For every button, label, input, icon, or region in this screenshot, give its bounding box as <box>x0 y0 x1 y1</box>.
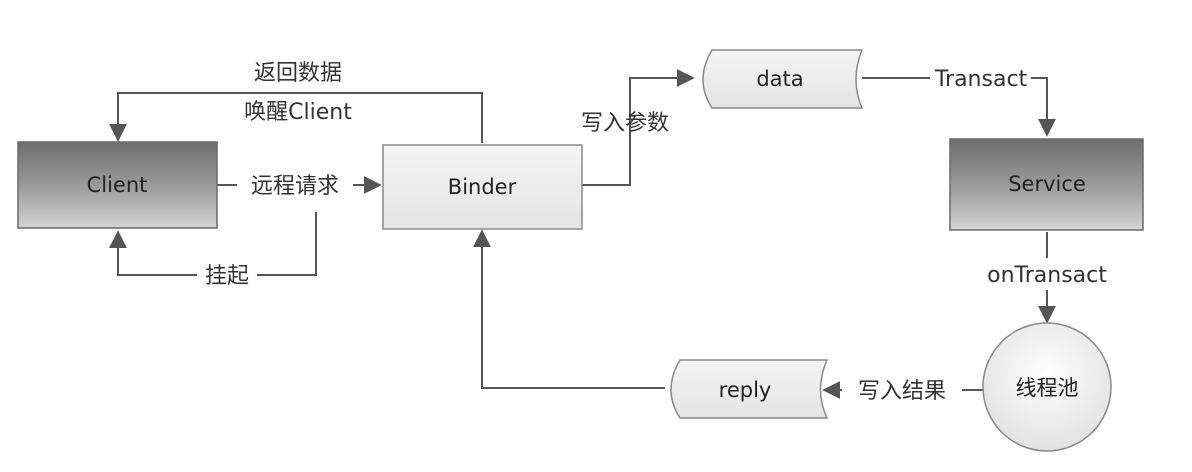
suspend-label: 挂起 <box>205 264 249 289</box>
remote-request-label: 远程请求 <box>251 174 339 199</box>
reply-label: reply <box>719 378 772 402</box>
write-params-label: 写入参数 <box>581 111 669 136</box>
return-data-label: 返回数据 <box>254 61 342 86</box>
client-label: Client <box>87 173 148 197</box>
service-label: Service <box>1008 172 1086 196</box>
edge-return-data <box>109 92 483 143</box>
binder-label: Binder <box>448 175 517 199</box>
edge-suspend-right <box>257 212 317 276</box>
edge-reply-to-binder <box>473 229 665 389</box>
thread-pool-label: 线程池 <box>1016 376 1079 400</box>
data-storage-node: data <box>702 49 864 109</box>
transact-label: Transact <box>934 67 1028 92</box>
wake-client-label: 唤醒Client <box>244 100 352 125</box>
client-node: Client <box>17 141 218 229</box>
write-result-label: 写入结果 <box>858 379 946 404</box>
on-transact-label: onTransact <box>987 263 1107 288</box>
reply-storage-node: reply <box>670 359 829 419</box>
edge-transact-right <box>1031 77 1056 137</box>
thread-pool-node: 线程池 <box>982 322 1112 452</box>
edge-suspend-left <box>109 230 197 276</box>
data-label: data <box>756 67 803 91</box>
edge-write-params <box>582 69 695 186</box>
service-node: Service <box>949 138 1144 231</box>
binder-node: Binder <box>382 144 583 230</box>
